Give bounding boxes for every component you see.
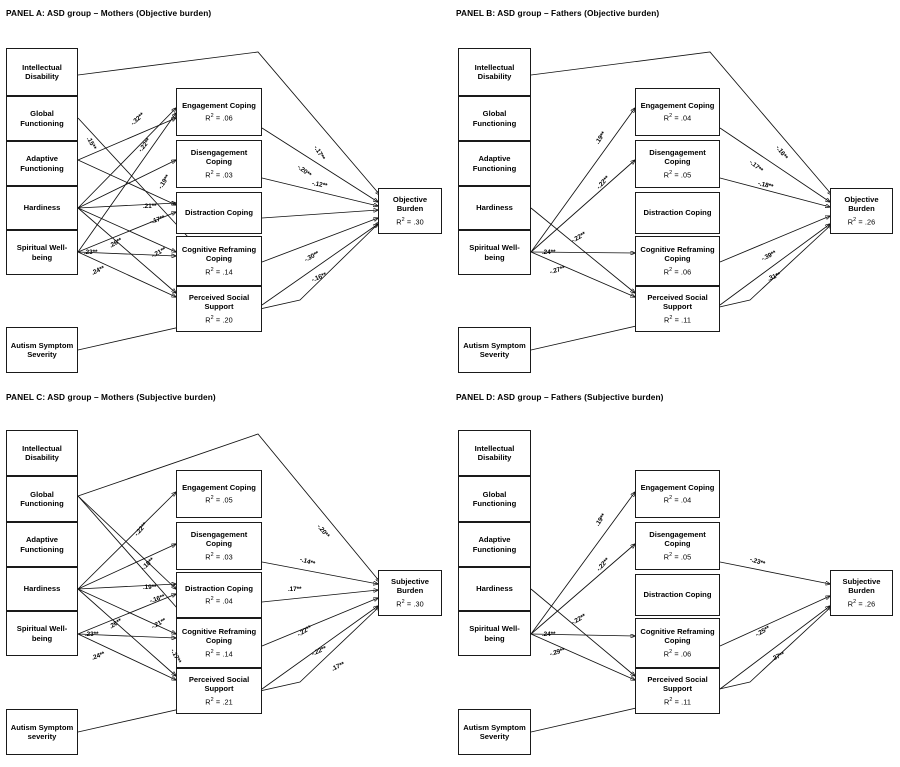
node-spiritual-well-being[interactable]: Spiritual Well-being xyxy=(6,611,78,656)
panel-d-title: PANEL D: ASD group – Fathers (Subjective… xyxy=(456,392,664,402)
panel-d-paths xyxy=(530,384,900,733)
node-global-functioning[interactable]: Global Functioning xyxy=(6,476,78,522)
r2-value: R2 = .03 xyxy=(205,551,233,562)
node-perceived-social-support[interactable]: Perceived Social Support R2 = .11 xyxy=(635,668,720,714)
node-distraction-coping[interactable]: Distraction Coping xyxy=(635,192,720,234)
node-adaptive-functioning[interactable]: Adaptive Functioning xyxy=(6,141,78,186)
r2-value: R2 = .04 xyxy=(663,494,692,505)
panel-b: PANEL B: ASD group – Fathers (Objective … xyxy=(450,0,900,383)
node-intellectual-disability[interactable]: Intellectual Disability xyxy=(6,430,78,476)
panel-a: PANEL A: ASD group – Mothers (Objective … xyxy=(0,0,450,383)
node-disengagement-coping[interactable]: Disengagement Coping R2 = .03 xyxy=(176,522,262,570)
node-cognitive-reframing-coping[interactable]: Cognitive Reframing Coping R2 = .06 xyxy=(635,236,720,286)
node-distraction-coping[interactable]: Distraction Coping R2 = .04 xyxy=(176,572,262,618)
r2-value: R2 = .14 xyxy=(205,648,233,659)
node-hardiness[interactable]: Hardiness xyxy=(458,567,531,611)
node-engagement-coping[interactable]: Engagement Coping R2 = .05 xyxy=(176,470,262,518)
r2-value: R2 = .06 xyxy=(663,266,692,277)
node-disengagement-coping[interactable]: Disengagement Coping R2 = .03 xyxy=(176,140,262,188)
r2-value: R2 = .14 xyxy=(205,266,233,277)
r2-value: R2 = .20 xyxy=(205,314,233,325)
coef-label: .24** xyxy=(542,631,556,638)
node-global-functioning[interactable]: Global Functioning xyxy=(458,476,531,522)
node-objective-burden[interactable]: Objective Burden R2 = .30 xyxy=(378,188,442,234)
r2-value: R2 = .26 xyxy=(847,598,876,609)
node-engagement-coping[interactable]: Engagement Coping R2 = .04 xyxy=(635,88,720,136)
node-perceived-social-support[interactable]: Perceived Social Support R2 = .21 xyxy=(176,668,262,714)
node-cognitive-reframing-coping[interactable]: Cognitive Reframing Coping R2 = .14 xyxy=(176,618,262,668)
node-hardiness[interactable]: Hardiness xyxy=(458,186,531,230)
r2-value: R2 = .03 xyxy=(205,169,233,180)
node-disengagement-coping[interactable]: Disengagement Coping R2 = .05 xyxy=(635,140,720,188)
node-adaptive-functioning[interactable]: Adaptive Functioning xyxy=(458,141,531,186)
r2-value: R2 = .06 xyxy=(205,112,233,123)
node-intellectual-disability[interactable]: Intellectual Disability xyxy=(458,48,531,96)
panel-a-paths xyxy=(77,51,450,351)
r2-value: R2 = .05 xyxy=(663,551,692,562)
node-global-functioning[interactable]: Global Functioning xyxy=(458,96,531,141)
node-adaptive-functioning[interactable]: Adaptive Functioning xyxy=(6,522,78,567)
node-spiritual-well-being[interactable]: Spiritual Well-being xyxy=(458,611,531,656)
node-intellectual-disability[interactable]: Intellectual Disability xyxy=(458,430,531,476)
coef-label: .17** xyxy=(288,586,302,593)
node-engagement-coping[interactable]: Engagement Coping R2 = .06 xyxy=(176,88,262,136)
r2-value: R2 = .30 xyxy=(396,598,424,609)
node-perceived-social-support[interactable]: Perceived Social Support R2 = .11 xyxy=(635,286,720,332)
node-autism-symptom-severity[interactable]: Autism Symptom severity xyxy=(6,709,78,755)
node-autism-symptom-severity[interactable]: Autism Symptom Severity xyxy=(458,327,531,373)
coef-label: .23** xyxy=(85,631,99,638)
coef-label: .24** xyxy=(542,249,556,256)
r2-value: R2 = .05 xyxy=(205,494,233,505)
coef-label: .21** xyxy=(143,203,157,210)
panel-c-title: PANEL C: ASD group – Mothers (Subjective… xyxy=(6,392,216,402)
coef-label: .19** xyxy=(143,584,157,591)
r2-value: R2 = .11 xyxy=(663,696,691,707)
r2-value: R2 = .26 xyxy=(847,216,876,227)
node-spiritual-well-being[interactable]: Spiritual Well-being xyxy=(458,230,531,275)
node-objective-burden[interactable]: Objective Burden R2 = .26 xyxy=(830,188,893,234)
node-autism-symptom-severity[interactable]: Autism Symptom Severity xyxy=(6,327,78,373)
r2-value: R2 = .11 xyxy=(663,314,691,325)
panel-c-paths xyxy=(77,433,450,733)
node-engagement-coping[interactable]: Engagement Coping R2 = .04 xyxy=(635,470,720,518)
r2-value: R2 = .21 xyxy=(205,696,233,707)
node-autism-symptom-severity[interactable]: Autism Symptom Severity xyxy=(458,709,531,755)
panel-d: PANEL D: ASD group – Fathers (Subjective… xyxy=(450,384,900,767)
node-adaptive-functioning[interactable]: Adaptive Functioning xyxy=(458,522,531,567)
node-cognitive-reframing-coping[interactable]: Cognitive Reframing Coping R2 = .14 xyxy=(176,236,262,286)
r2-value: R2 = .06 xyxy=(663,648,692,659)
r2-value: R2 = .05 xyxy=(663,169,692,180)
node-subjective-burden[interactable]: Subjective Burden R2 = .30 xyxy=(378,570,442,616)
node-hardiness[interactable]: Hardiness xyxy=(6,186,78,230)
node-spiritual-well-being[interactable]: Spiritual Well-being xyxy=(6,230,78,275)
panel-a-title: PANEL A: ASD group – Mothers (Objective … xyxy=(6,8,212,18)
r2-value: R2 = .04 xyxy=(663,112,692,123)
node-hardiness[interactable]: Hardiness xyxy=(6,567,78,611)
node-perceived-social-support[interactable]: Perceived Social Support R2 = .20 xyxy=(176,286,262,332)
node-global-functioning[interactable]: Global Functioning xyxy=(6,96,78,141)
node-cognitive-reframing-coping[interactable]: Cognitive Reframing Coping R2 = .06 xyxy=(635,618,720,668)
r2-value: R2 = .30 xyxy=(396,216,424,227)
node-intellectual-disability[interactable]: Intellectual Disability xyxy=(6,48,78,96)
panel-b-title: PANEL B: ASD group – Fathers (Objective … xyxy=(456,8,660,18)
r2-value: R2 = .04 xyxy=(205,595,233,606)
node-disengagement-coping[interactable]: Disengagement Coping R2 = .05 xyxy=(635,522,720,570)
node-subjective-burden[interactable]: Subjective Burden R2 = .26 xyxy=(830,570,893,616)
node-distraction-coping[interactable]: Distraction Coping xyxy=(176,192,262,234)
node-distraction-coping[interactable]: Distraction Coping xyxy=(635,574,720,616)
panel-b-paths xyxy=(530,51,900,351)
panel-c: PANEL C: ASD group – Mothers (Subjective… xyxy=(0,384,450,767)
coef-label: .23** xyxy=(84,249,98,256)
